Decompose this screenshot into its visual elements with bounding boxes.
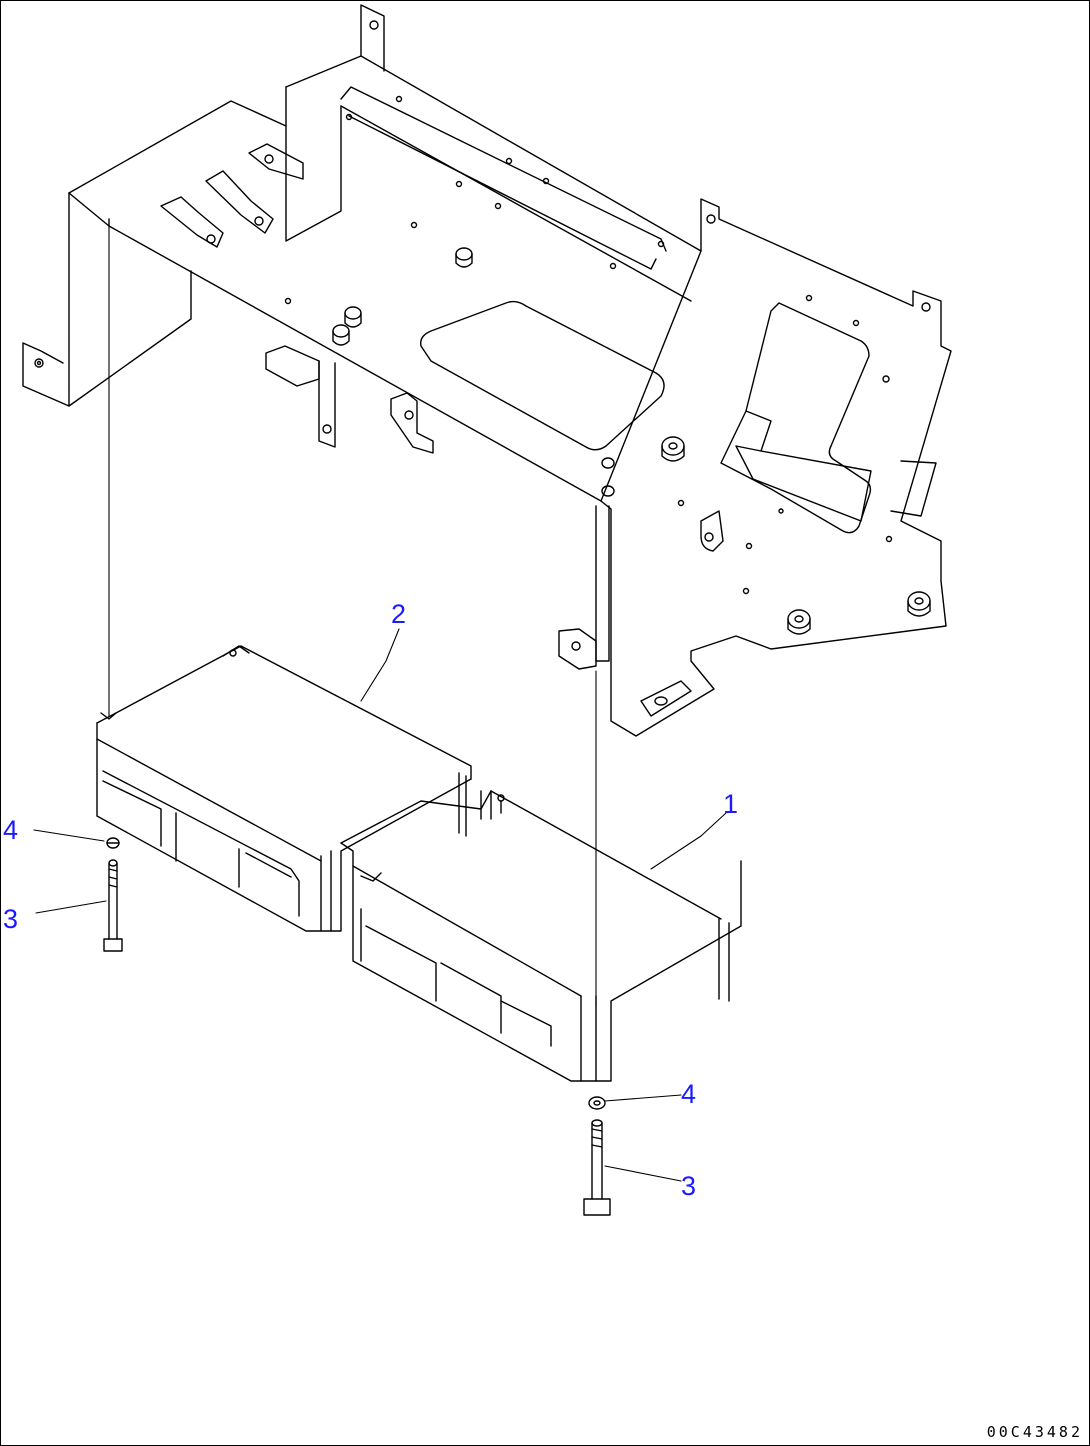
callout-4-left: 4 bbox=[3, 815, 19, 845]
callout-1: 1 bbox=[723, 789, 739, 819]
callout-2: 2 bbox=[391, 599, 407, 629]
callout-3-left: 3 bbox=[3, 904, 19, 934]
fastener-right bbox=[583, 1096, 611, 1216]
controller-2 bbox=[96, 645, 472, 932]
alignment-lines bbox=[108, 225, 597, 1007]
controller-1 bbox=[340, 790, 742, 1082]
drawing-id-label: 00C43482 bbox=[986, 1423, 1083, 1441]
fastener-left bbox=[103, 837, 123, 952]
callout-leaders bbox=[33, 628, 727, 1182]
callout-3-right: 3 bbox=[681, 1171, 697, 1201]
callout-4-right: 4 bbox=[681, 1079, 697, 1109]
mounting-bracket bbox=[22, 4, 952, 737]
